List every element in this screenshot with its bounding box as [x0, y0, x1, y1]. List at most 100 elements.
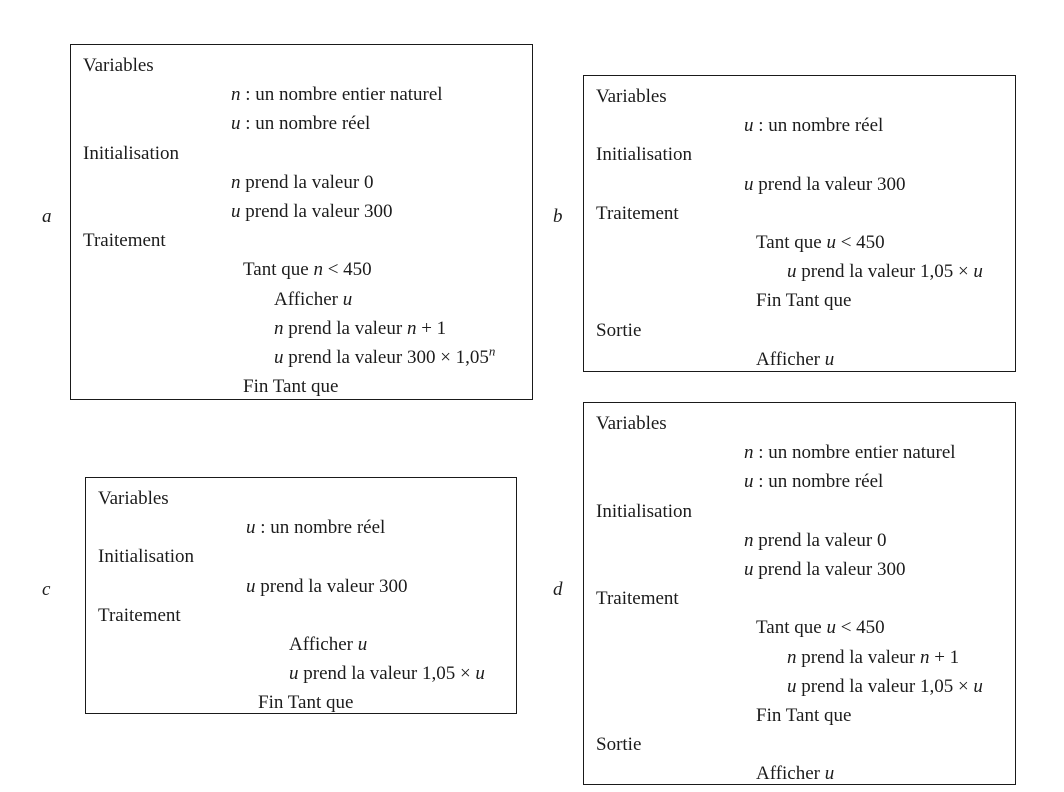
math-variable: u: [744, 173, 754, 195]
math-variable: u: [826, 231, 836, 253]
line-text: Traitement: [83, 230, 166, 252]
math-variable: u: [231, 113, 241, 135]
math-variable: u: [824, 348, 835, 370]
line-text: Tant que: [243, 259, 314, 281]
math-variable: u: [289, 663, 299, 685]
line-text: Variables: [83, 55, 154, 76]
algo-line: u prend la valeur 1,05 × u: [86, 659, 516, 688]
line-text: Variables: [98, 488, 169, 509]
math-variable: u: [787, 261, 797, 283]
algorithm-b-label: b: [553, 206, 563, 227]
line-text: Afficher: [756, 348, 825, 370]
algorithm-d-label: d: [553, 579, 563, 600]
line-text: Sortie: [596, 319, 642, 341]
algo-line: n prend la valeur n + 1: [71, 314, 532, 343]
math-variable: u: [824, 763, 835, 785]
math-variable: u: [231, 200, 241, 222]
line-text: : un nombre réel: [255, 517, 386, 539]
algo-line: Traitement: [86, 601, 516, 630]
line-text: Initialisation: [596, 500, 693, 522]
line-text: Initialisation: [98, 546, 195, 568]
algo-line: n prend la valeur 0: [71, 168, 532, 197]
line-text: < 450: [835, 231, 885, 253]
line-text: Fin Tant que: [756, 704, 852, 726]
math-variable: u: [357, 633, 368, 655]
math-variable: n: [488, 343, 496, 359]
algo-line: Fin Tant que: [584, 286, 1015, 315]
line-text: prend la valeur 0: [753, 529, 887, 551]
algo-line: Fin Tant que: [71, 372, 532, 401]
algo-line: Variables: [584, 82, 1015, 111]
line-text: Variables: [596, 86, 667, 107]
algo-line: u : un nombre réel: [86, 513, 516, 542]
algo-line: Afficher u: [86, 630, 516, 659]
algo-line: Traitement: [584, 199, 1015, 228]
algo-line: Traitement: [584, 584, 1015, 613]
line-text: Traitement: [596, 588, 679, 610]
algorithm-c-label: c: [42, 579, 51, 600]
line-text: prend la valeur 1,05 ×: [796, 261, 974, 283]
algo-line: u prend la valeur 300: [71, 197, 532, 226]
algo-line: u prend la valeur 300: [86, 572, 516, 601]
line-text: : un nombre réel: [753, 115, 884, 137]
line-text: prend la valeur 300: [753, 558, 906, 580]
line-text: Traitement: [98, 604, 181, 626]
algo-line: Tant que u < 450: [584, 228, 1015, 257]
math-variable: n: [231, 84, 241, 106]
line-text: : un nombre entier naturel: [240, 84, 443, 106]
algo-line: Fin Tant que: [86, 688, 516, 717]
line-text: Initialisation: [596, 144, 693, 166]
algo-line: Afficher u: [584, 345, 1015, 374]
line-text: prend la valeur: [796, 646, 920, 668]
algorithm-a-box: Variables n : un nombre entier naturel u :…: [70, 44, 533, 400]
line-text: Fin Tant que: [258, 692, 354, 714]
line-text: : un nombre réel: [240, 113, 371, 135]
algo-line: Afficher u: [584, 759, 1015, 788]
line-text: prend la valeur 300: [753, 173, 906, 195]
algo-line: u prend la valeur 1,05 × u: [584, 672, 1015, 701]
algo-line: Initialisation: [584, 140, 1015, 169]
line-text: Tant que: [756, 231, 827, 253]
math-variable: n: [787, 646, 797, 668]
math-variable: u: [744, 558, 754, 580]
algo-line: Fin Tant que: [584, 701, 1015, 730]
algo-line: u : un nombre réel: [584, 111, 1015, 140]
algo-line: u prend la valeur 300 × 1,05n: [71, 343, 532, 372]
algorithm-a-lines: Variables n : un nombre entier naturel u :…: [71, 45, 532, 401]
math-variable: u: [744, 115, 754, 137]
line-text: + 1: [416, 317, 447, 339]
algo-line: Initialisation: [584, 497, 1015, 526]
math-variable: n: [313, 259, 323, 281]
line-text: Fin Tant que: [243, 376, 339, 398]
math-variable: u: [475, 663, 485, 685]
algo-line: Variables: [584, 409, 1015, 438]
algo-line: Initialisation: [71, 139, 532, 168]
algo-line: u prend la valeur 1,05 × u: [584, 257, 1015, 286]
algo-line: u : un nombre réel: [584, 467, 1015, 496]
math-variable: n: [744, 529, 754, 551]
math-variable: n: [744, 442, 754, 464]
math-variable: u: [973, 675, 983, 697]
line-text: Tant que: [756, 617, 827, 639]
math-variable: u: [274, 346, 284, 368]
algo-line: u prend la valeur 300: [584, 170, 1015, 199]
math-variable: n: [919, 646, 930, 668]
algo-line: Tant que n < 450: [71, 255, 532, 284]
line-text: Initialisation: [83, 142, 180, 164]
math-variable: n: [231, 171, 241, 193]
algo-line: Sortie: [584, 316, 1015, 345]
line-text: Variables: [596, 413, 667, 434]
line-text: Traitement: [596, 202, 679, 224]
line-text: prend la valeur 0: [240, 171, 374, 193]
line-text: Afficher: [289, 633, 358, 655]
math-variable: u: [744, 471, 754, 493]
algo-line: Sortie: [584, 730, 1015, 759]
math-variable: n: [406, 317, 417, 339]
algo-line: n : un nombre entier naturel: [584, 438, 1015, 467]
line-text: prend la valeur 1,05 ×: [298, 663, 476, 685]
line-text: Sortie: [596, 734, 642, 756]
